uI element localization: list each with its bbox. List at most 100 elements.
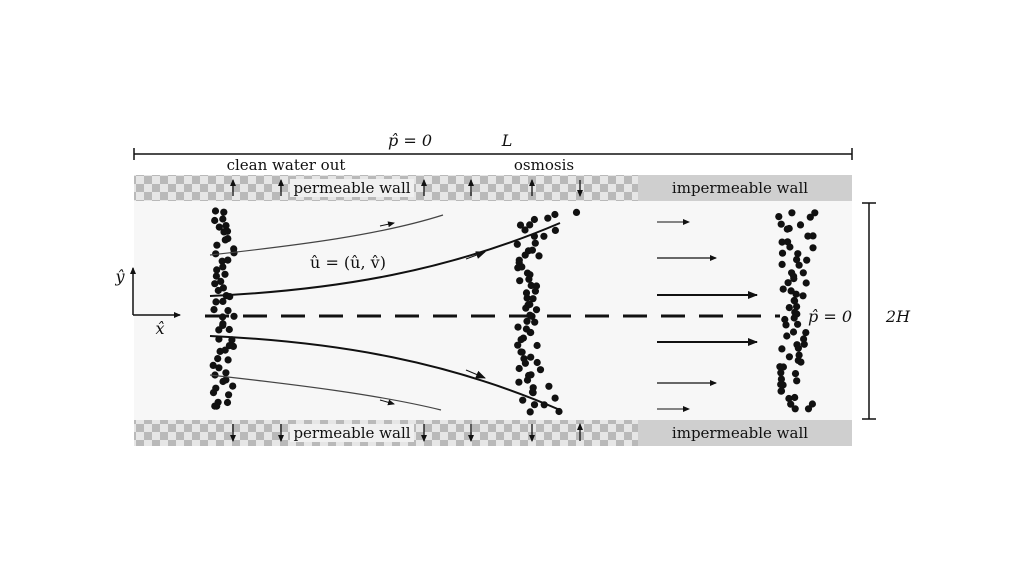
particle-middle (529, 295, 537, 303)
particle-left (209, 361, 217, 369)
channel-background (134, 200, 852, 420)
particle-left (215, 223, 223, 231)
permeable-wall-bottom-label: permeable wall (293, 424, 410, 442)
particle-left (211, 216, 219, 225)
particle-right (803, 256, 811, 264)
particle-middle (526, 408, 534, 416)
particle-middle (514, 323, 522, 331)
particle-middle (572, 208, 581, 216)
particle-right (781, 315, 789, 324)
particle-middle (523, 294, 531, 302)
particle-middle (515, 378, 523, 386)
particle-middle (551, 226, 560, 234)
particle-left (220, 228, 228, 236)
particle-right (778, 260, 786, 268)
particle-right (777, 387, 785, 395)
particle-middle (525, 275, 533, 283)
particle-left (217, 277, 225, 285)
particle-left (210, 306, 218, 314)
particle-left (225, 391, 233, 399)
particle-left (219, 297, 227, 305)
particle-right (777, 375, 786, 383)
particle-middle (519, 396, 527, 404)
particle-middle (533, 358, 541, 367)
particle-left (222, 376, 230, 384)
streamline-top-inner (209, 222, 561, 297)
bottom-wall: permeable wall impermeable wall (134, 420, 852, 446)
particle-right (790, 272, 798, 280)
particle-right (808, 400, 817, 408)
particle-right (779, 363, 788, 371)
particle-right (793, 256, 801, 264)
streamline-arrowhead-3 (465, 369, 486, 379)
particle-middle (551, 394, 559, 402)
top-wall: permeable wall impermeable wall (134, 175, 852, 201)
particle-right (809, 244, 817, 252)
particle-middle (522, 304, 530, 312)
particle-middle (545, 382, 553, 390)
impermeable-wall-top (638, 175, 852, 201)
impermeable-wall-bottom-label: impermeable wall (672, 424, 808, 442)
particle-left (211, 402, 219, 410)
axes-indicator (130, 267, 181, 318)
particle-right (802, 329, 810, 337)
osmosis-label: osmosis (514, 156, 574, 174)
permeable-wall-top-label: permeable wall (293, 179, 410, 197)
particle-left (225, 342, 233, 350)
particle-right (799, 292, 807, 300)
particle-right (791, 297, 799, 305)
particle-left (222, 222, 230, 230)
particle-left (219, 320, 227, 328)
particle-right (775, 213, 783, 221)
particle-right (794, 344, 803, 352)
particle-right (793, 377, 801, 385)
particle-right (788, 209, 796, 217)
particle-middle (515, 364, 523, 373)
particle-right (806, 213, 814, 221)
height-label: 2H (885, 307, 911, 326)
velocity-label: û = (û, v̂) (310, 253, 386, 272)
particle-left (220, 208, 228, 216)
particle-left (213, 241, 221, 249)
particle-right (791, 393, 799, 402)
particle-left (218, 257, 226, 265)
particle-right (791, 370, 800, 378)
particle-right (785, 304, 793, 312)
particle-middle (530, 401, 539, 409)
particle-right (804, 232, 812, 240)
bottom-wall-flow-arrows (230, 423, 583, 442)
particle-right (785, 353, 794, 361)
particle-middle (544, 214, 552, 222)
particle-left (216, 347, 224, 355)
particle-middle (536, 366, 545, 374)
particle-middle (522, 289, 531, 297)
particle-middle (551, 210, 559, 219)
particle-left (211, 207, 220, 215)
particle-middle (518, 348, 526, 356)
particle-left (224, 356, 232, 364)
streamline-bottom-inner (209, 335, 561, 411)
particle-left (224, 256, 232, 264)
particle-middle (531, 239, 539, 247)
particle-right (794, 250, 802, 258)
particle-middle (514, 341, 522, 349)
pressure-top-label: p̂ = 0 (388, 131, 432, 150)
particle-right (796, 221, 805, 229)
length-dimension-line (133, 148, 853, 160)
particle-left (223, 398, 232, 407)
particle-left (213, 266, 221, 274)
particle-right (811, 209, 819, 217)
particle-right (795, 351, 803, 359)
particle-left (215, 364, 223, 372)
length-label: L (501, 131, 513, 150)
streamline-arrowhead-2 (465, 251, 486, 260)
particle-right (792, 290, 800, 298)
particle-left (222, 369, 230, 377)
particle-right (804, 405, 813, 413)
particle-middle (519, 334, 528, 342)
particle-left (219, 284, 227, 292)
particle-right (800, 340, 808, 348)
label-bg-permeable-bottom (290, 424, 414, 442)
particle-middle (530, 215, 539, 224)
particle-middle (521, 226, 529, 234)
